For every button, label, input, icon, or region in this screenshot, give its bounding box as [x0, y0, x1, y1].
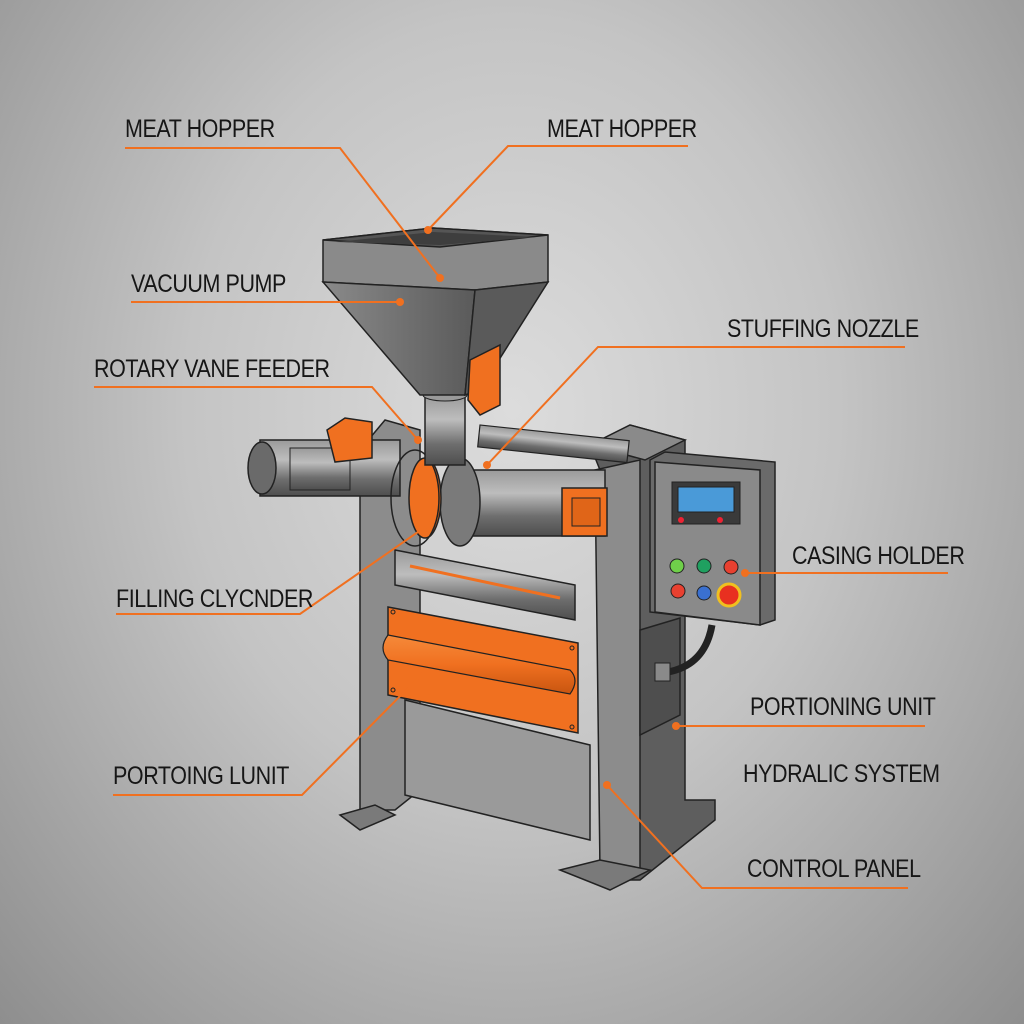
- mode-button[interactable]: [696, 585, 712, 601]
- indicator-light: [678, 517, 684, 523]
- leader-meat-hopper-left: [125, 147, 441, 279]
- leader-control-panel: [606, 784, 908, 889]
- reset-button[interactable]: [670, 583, 686, 599]
- label-hydraulic-system: HYDRALIC SYSTEM: [743, 760, 940, 788]
- stop-button[interactable]: [723, 559, 739, 575]
- casing-holder-box: [561, 487, 608, 537]
- emergency-stop-button[interactable]: [716, 582, 742, 608]
- leader-filling-cylinder: [116, 524, 429, 615]
- leader-rotary-vane-feeder: [94, 386, 419, 441]
- base-panel: [404, 699, 591, 841]
- label-filling-cylinder: FILLING CLYCNDER: [116, 585, 314, 613]
- portioning-panel: [382, 606, 579, 734]
- leader-dots: [396, 226, 749, 789]
- label-rotary-vane-feeder: ROTARY VANE FEEDER: [94, 355, 330, 383]
- label-control-panel: CONTROL PANEL: [747, 855, 921, 883]
- label-meat-hopper-right: MEAT HOPPER: [547, 115, 697, 143]
- leader-portioning-unit-left: [113, 675, 421, 796]
- hydraulic-unit: [639, 616, 716, 737]
- leader-stuffing-nozzle: [486, 346, 905, 466]
- hopper-neck: [422, 388, 468, 466]
- start-button[interactable]: [669, 558, 685, 574]
- indicator-light: [717, 517, 723, 523]
- casing-roller: [394, 549, 576, 621]
- guide-rod: [477, 424, 630, 464]
- label-vacuum-pump: VACUUM PUMP: [131, 270, 286, 298]
- label-stuffing-nozzle: STUFFING NOZZLE: [727, 315, 919, 343]
- leader-meat-hopper-right: [427, 145, 688, 231]
- control-panel: [649, 451, 776, 626]
- leader-lines: [94, 145, 948, 889]
- drive-cylinder-left: [247, 417, 401, 497]
- label-casing-holder: CASING HOLDER: [792, 542, 965, 570]
- run-button[interactable]: [696, 558, 712, 574]
- label-portioning-unit-left: PORTOING LUNIT: [113, 762, 289, 790]
- label-meat-hopper-left: MEAT HOPPER: [125, 115, 275, 143]
- meat-hopper: [321, 227, 550, 416]
- label-portioning-unit-right: PORTIONING UNIT: [750, 693, 936, 721]
